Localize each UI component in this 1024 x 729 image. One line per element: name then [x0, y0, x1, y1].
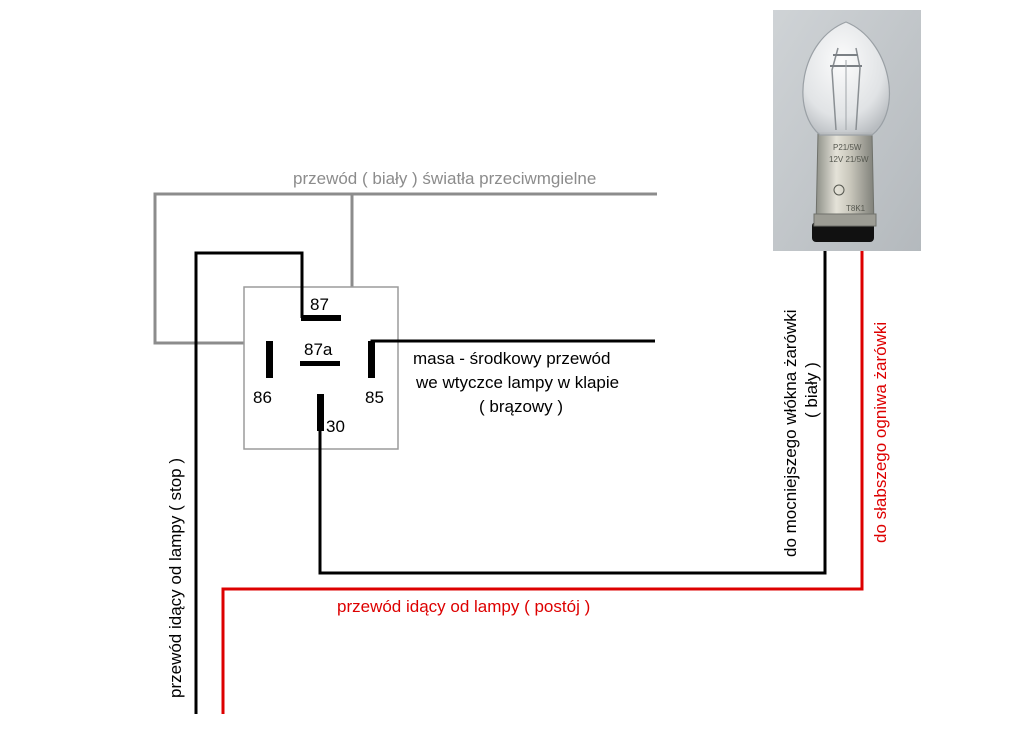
pin-85-terminal — [368, 341, 375, 378]
pin-87-terminal — [301, 315, 341, 321]
bulb-marking-2: 12V 21/5W — [829, 155, 869, 164]
pin-85-label: 85 — [365, 388, 384, 407]
pin-30-label: 30 — [326, 417, 345, 436]
strong-filament-wire — [318, 242, 827, 575]
pin-87a-terminal — [300, 361, 340, 366]
weak-filament-label: do słabszego ogniwa żarówki — [871, 322, 890, 543]
bulb-marking-3: T8K1 — [846, 204, 866, 213]
fog-wire-label: przewód ( biały ) światła przeciwmgielne — [293, 169, 596, 188]
pin-30-terminal — [317, 394, 324, 431]
ground-label-line1: masa - środkowy przewód — [413, 349, 610, 368]
ground-wire — [370, 339, 655, 343]
strong-filament-label-line1: do mocniejszego włókna żarówki — [781, 309, 800, 557]
bulb-marking-1: P21/5W — [833, 143, 862, 152]
pin-86-label: 86 — [253, 388, 272, 407]
stop-wire — [194, 251, 304, 714]
bulb-e-mark-icon — [833, 184, 845, 196]
ground-label-line2: we wtyczce lampy w klapie — [415, 373, 619, 392]
parking-wire-label: przewód idący od lampy ( postój ) — [337, 597, 590, 616]
stop-wire-label: przewód idący od lampy ( stop ) — [166, 458, 185, 698]
strong-filament-label-line2: ( biały ) — [802, 362, 821, 418]
bulb-photo: P21/5W 12V 21/5W T8K1 — [773, 10, 921, 251]
parking-wire — [221, 242, 864, 714]
pin-87a-label: 87a — [304, 340, 333, 359]
ground-label-line3: ( brązowy ) — [479, 397, 563, 416]
fog-light-wire — [153, 192, 657, 345]
pin-86-terminal — [266, 341, 273, 378]
pin-87-label: 87 — [310, 295, 329, 314]
